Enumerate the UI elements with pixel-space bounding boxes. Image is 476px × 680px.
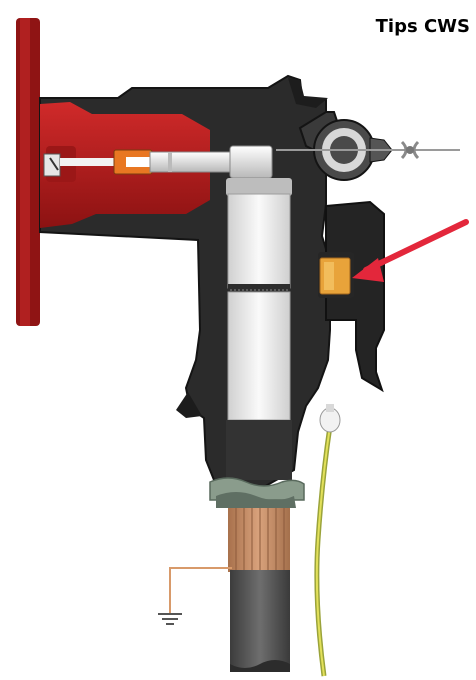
stress-cone <box>226 178 292 421</box>
housing-flare <box>176 392 202 418</box>
flange-plate <box>16 18 40 326</box>
indicator-window <box>319 257 351 295</box>
red-arrow-icon <box>352 219 469 282</box>
contact-pin <box>43 145 273 179</box>
cable-core <box>209 420 305 508</box>
earth-lead <box>169 567 232 614</box>
test-point-cap <box>276 111 460 181</box>
page-title: Tips CWS <box>375 16 470 37</box>
ground-symbol-icon <box>158 613 182 625</box>
copper-screen <box>228 508 290 572</box>
earth-wire <box>314 404 341 677</box>
cable-jacket <box>230 570 290 672</box>
